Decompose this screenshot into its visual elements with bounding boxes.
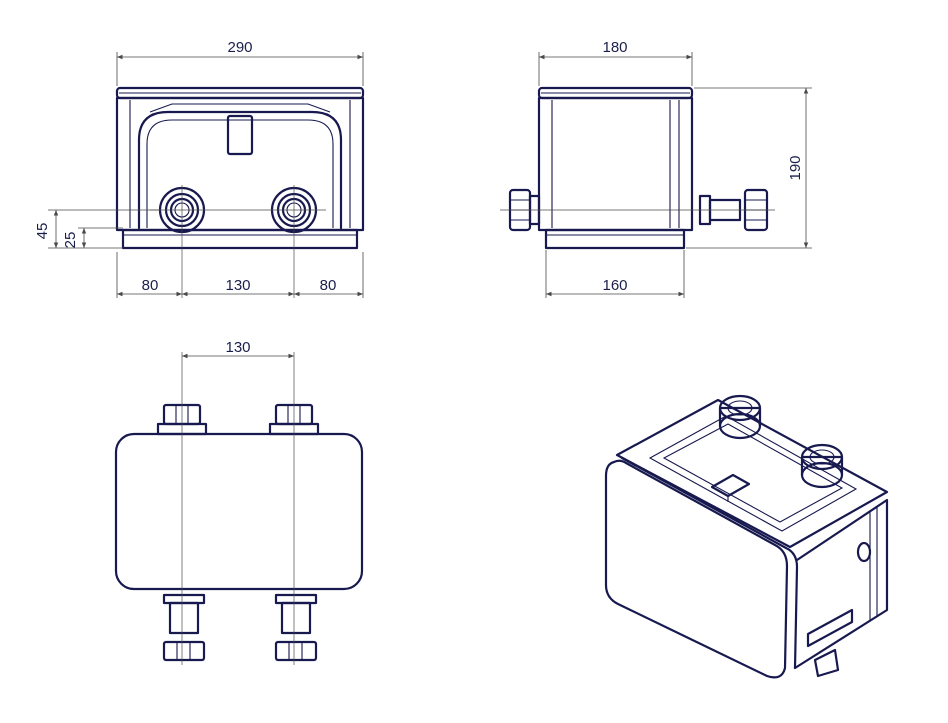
top-view: 130 [114, 339, 364, 665]
dimension-overall-width-label: 290 [227, 39, 252, 56]
dimension-right-offset-label: 80 [320, 277, 337, 294]
dimension-base-width: 160 [545, 250, 685, 298]
dimension-top-width: 180 [538, 39, 693, 86]
dimension-base-width-label: 160 [602, 277, 627, 294]
dimension-top-spacing: 130 [182, 339, 294, 359]
dimension-height: 190 [686, 87, 812, 249]
side-view: 180 190 160 [500, 39, 812, 298]
dimension-overall-width: 290 [116, 39, 364, 86]
dimension-top-width-label: 180 [602, 39, 627, 56]
dimension-top-spacing-label: 130 [225, 339, 250, 356]
dimension-spacing-row: 80 130 80 [116, 252, 364, 298]
dimension-height-label: 190 [787, 155, 804, 180]
front-view: 290 45 25 80 130 80 [34, 39, 365, 298]
dimension-lower-height-label: 25 [62, 232, 79, 249]
dimension-heights: 45 25 [34, 209, 160, 249]
dimension-upper-height-label: 45 [34, 223, 51, 240]
isometric-view [604, 394, 889, 679]
dimension-left-offset-label: 80 [142, 277, 159, 294]
dimension-center-spacing-label: 130 [225, 277, 250, 294]
